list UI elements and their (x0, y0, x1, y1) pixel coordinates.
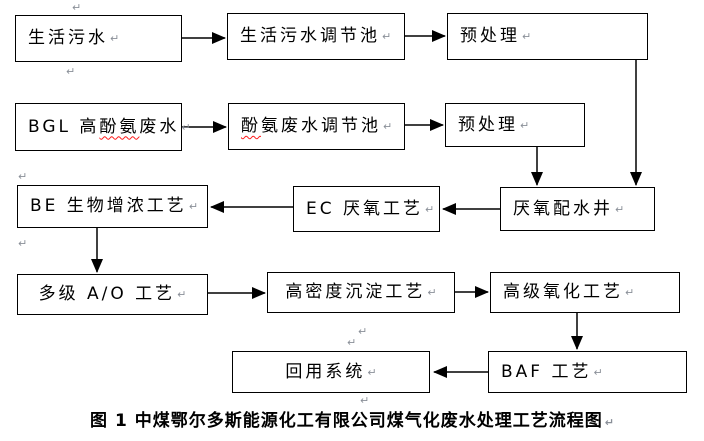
return-mark-icon: ↵ (360, 394, 370, 407)
node-label: BAF 工艺 (501, 361, 592, 382)
node-be-bio-enrichment-process: BE 生物增浓工艺↵ (17, 185, 208, 228)
return-mark-icon: ↵ (593, 365, 603, 379)
node-label: BGL 高酚氨废水 (28, 116, 180, 137)
node-ec-anaerobic-process: EC 厌氧工艺↵ (293, 186, 440, 232)
return-mark-icon: ↵ (358, 325, 368, 338)
return-mark-icon: ↵ (427, 286, 437, 299)
node-anaerobic-distribution-well: 厌氧配水井↵ (500, 187, 655, 231)
node-label: 多级 A/O 工艺 (38, 284, 176, 304)
return-mark-icon: ↵ (615, 202, 625, 216)
return-mark-icon: ↵ (188, 200, 199, 213)
label-part: 废水 (139, 116, 180, 137)
return-mark-icon: ↵ (522, 30, 532, 43)
return-mark-icon: ↵ (604, 416, 614, 429)
return-mark-icon: ↵ (625, 286, 635, 299)
node-domestic-sewage-regulating-tank: 生活污水调节池↵ (227, 13, 405, 60)
figure-caption: 图 1 中煤鄂尔多斯能源化工有限公司煤气化废水处理工艺流程图↵ (0, 411, 704, 431)
return-mark-icon: ↵ (382, 30, 392, 43)
node-baf-process: BAF 工艺↵ (488, 351, 687, 393)
node-label: BE 生物增浓工艺 (30, 196, 187, 216)
node-domestic-sewage: 生活污水↵ (15, 15, 182, 62)
return-mark-icon: ↵ (18, 170, 28, 183)
node-high-density-sedimentation-process: 高密度沉淀工艺↵ (267, 272, 455, 313)
figure-caption-text: 图 1 中煤鄂尔多斯能源化工有限公司煤气化废水处理工艺流程图 (90, 411, 603, 431)
node-label: 生活污水 (28, 28, 108, 48)
node-label: EC 厌氧工艺 (306, 198, 424, 219)
node-reuse-system: 回用系统↵ (232, 351, 430, 393)
node-bgl-high-phenol-ammonia-wastewater: BGL 高酚氨废水↵ (15, 103, 191, 151)
label-part: 氨废水调节池 (261, 116, 381, 136)
return-mark-icon: ↵ (367, 365, 377, 379)
label-part-misspelled: 酚氨 (99, 116, 140, 137)
return-mark-icon: ↵ (177, 288, 187, 301)
node-multistage-ao-process: 多级 A/O 工艺↵ (17, 274, 208, 315)
label-part-misspelled: 酚 (241, 116, 261, 136)
node-pretreatment-2: 预处理↵ (445, 103, 585, 147)
node-advanced-oxidation-process: 高级氧化工艺↵ (490, 272, 680, 313)
return-mark-icon: ↵ (425, 202, 435, 216)
node-label: 预处理 (460, 26, 520, 46)
return-mark-icon: ↵ (66, 65, 76, 78)
node-pretreatment-1: 预处理↵ (447, 13, 648, 60)
return-mark-icon: ↵ (181, 120, 191, 134)
node-label: 生活污水调节池 (240, 26, 380, 46)
node-label: 厌氧配水井 (513, 198, 613, 219)
return-mark-icon: ↵ (110, 32, 120, 45)
return-mark-icon: ↵ (18, 237, 28, 250)
node-label: 高级氧化工艺 (503, 282, 623, 302)
node-label: 酚氨废水调节池 (241, 118, 381, 135)
node-phenol-ammonia-regulating-tank: 酚氨废水调节池↵ (228, 103, 405, 150)
label-part: BGL 高 (28, 116, 100, 137)
return-mark-icon: ↵ (72, 1, 82, 14)
node-label: 预处理 (458, 114, 518, 135)
node-label: 回用系统 (285, 361, 366, 382)
return-mark-icon: ↵ (347, 336, 357, 349)
node-label: 高密度沉淀工艺 (285, 282, 426, 302)
return-mark-icon: ↵ (383, 120, 393, 133)
return-mark-icon: ↵ (520, 118, 530, 132)
